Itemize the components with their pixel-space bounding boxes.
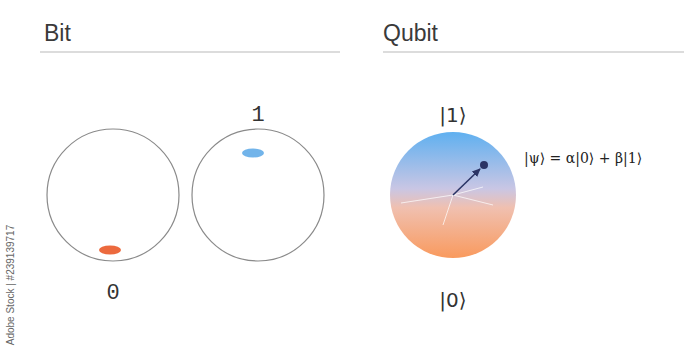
bloch-sphere: |1⟩|0⟩ bbox=[390, 132, 516, 258]
state-formula: |ψ⟩ = α|0⟩ + β|1⟩ bbox=[524, 150, 642, 166]
heading-rule bbox=[40, 51, 340, 53]
sphere-axis bbox=[453, 195, 493, 205]
circle-outline bbox=[46, 128, 180, 262]
ket-label: |1⟩ bbox=[439, 103, 466, 127]
sphere-outline bbox=[390, 132, 516, 258]
section-heading: Qubit bbox=[383, 20, 438, 47]
bit-value: 0 bbox=[106, 281, 119, 306]
bit-circle: 1 bbox=[191, 128, 325, 262]
ket-label: |0⟩ bbox=[439, 288, 466, 312]
sphere-axis bbox=[401, 195, 453, 203]
bit-circle: 0 bbox=[46, 128, 180, 262]
heading-rule bbox=[383, 51, 684, 53]
bit-value: 1 bbox=[251, 103, 264, 128]
circle-outline bbox=[191, 128, 325, 262]
sphere-body bbox=[390, 132, 516, 258]
sphere-axis bbox=[443, 195, 453, 225]
bit-outline bbox=[192, 129, 324, 261]
watermark: Adobe Stock | #239139717 bbox=[5, 225, 16, 345]
state-point bbox=[480, 161, 488, 169]
bit-outline bbox=[47, 129, 179, 261]
state-vector bbox=[453, 169, 480, 195]
state-marker bbox=[242, 149, 264, 158]
state-marker bbox=[99, 246, 121, 255]
section-heading: Bit bbox=[44, 20, 71, 47]
